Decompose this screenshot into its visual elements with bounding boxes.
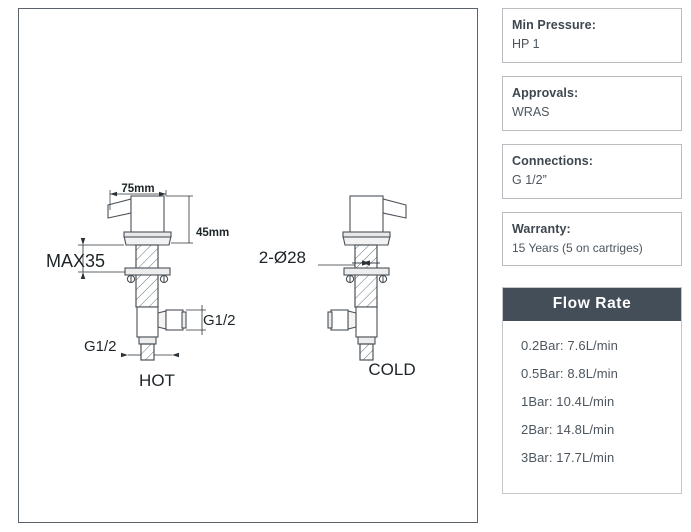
spec-box-connections: Connections: G 1/2” xyxy=(502,143,682,199)
flow-rate-row: 0.5Bar: 8.8L/min xyxy=(521,365,618,381)
flow-rate-rows: 0.2Bar: 7.6L/min 0.5Bar: 8.8L/min 1Bar: … xyxy=(503,321,681,493)
spec-value-warranty: 15 Years (5 on cartriges) xyxy=(512,240,643,255)
spec-value-min-pressure: HP 1 xyxy=(512,37,540,52)
spec-value-approvals: WRAS xyxy=(512,105,550,119)
spec-value-connections: G 1/2” xyxy=(512,172,547,187)
flow-rate-row: 2Bar: 14.8L/min xyxy=(521,421,615,437)
spec-label-min-pressure: Min Pressure: xyxy=(512,18,596,32)
flow-rate-row: 3Bar: 17.7L/min xyxy=(521,449,615,465)
spec-box-min-pressure: Min Pressure: HP 1 xyxy=(502,8,682,63)
flow-rate-row: 0.2Bar: 7.6L/min xyxy=(521,337,618,353)
flow-rate-table: Flow Rate 0.2Bar: 7.6L/min 0.5Bar: 8.8L/… xyxy=(502,287,682,494)
spec-box-approvals: Approvals: WRAS xyxy=(502,75,682,131)
specification-column: Min Pressure: HP 1 Approvals: WRAS Conne… xyxy=(502,8,682,279)
spec-label-connections: Connections: xyxy=(512,153,594,168)
spec-box-warranty: Warranty: 15 Years (5 on cartriges) xyxy=(502,211,682,266)
flow-rate-row: 1Bar: 10.4L/min xyxy=(521,393,615,409)
flow-rate-title: Flow Rate xyxy=(503,288,681,321)
spec-label-warranty: Warranty: xyxy=(512,221,571,236)
technical-drawing-panel xyxy=(18,8,478,523)
spec-label-approvals: Approvals: xyxy=(512,85,579,100)
